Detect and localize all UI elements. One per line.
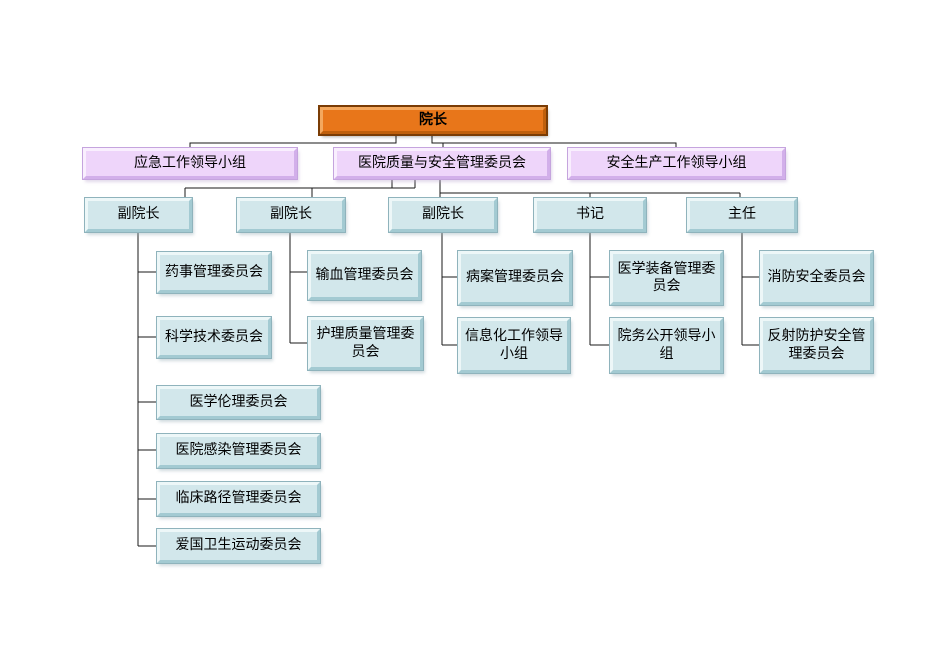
node-blood-transfusion-committee: 输血管理委员会 <box>307 250 422 301</box>
node-office-director: 主任 <box>686 197 798 233</box>
node-hospital-affairs-disclosure-group: 院务公开领导小组 <box>609 317 724 374</box>
node-medical-records-committee: 病案管理委员会 <box>457 250 573 306</box>
node-fire-safety-committee: 消防安全委员会 <box>759 250 874 306</box>
node-patriotic-health-committee: 爱国卫生运动委员会 <box>156 528 321 564</box>
connector <box>431 133 677 148</box>
node-infection-control-committee: 医院感染管理委员会 <box>156 433 321 469</box>
node-emergency-leading-group: 应急工作领导小组 <box>82 147 298 180</box>
node-quality-safety-committee: 医院质量与安全管理委员会 <box>333 147 551 180</box>
node-secretary: 书记 <box>533 197 647 233</box>
node-radiation-protection-committee: 反射防护安全管理委员会 <box>759 317 874 374</box>
node-pharmacy-committee: 药事管理委员会 <box>156 251 272 294</box>
node-vice-president-2: 副院长 <box>236 197 346 233</box>
node-medical-equipment-committee: 医学装备管理委员会 <box>609 250 724 306</box>
node-science-tech-committee: 科学技术委员会 <box>156 316 272 359</box>
connector <box>189 133 397 148</box>
node-nursing-quality-committee: 护理质量管理委员会 <box>307 316 424 371</box>
node-president: 院长 <box>318 105 548 136</box>
node-medical-ethics-committee: 医学伦理委员会 <box>156 385 321 420</box>
node-informatization-leading-group: 信息化工作领导小组 <box>457 317 571 374</box>
node-vice-president-1: 副院长 <box>84 197 193 233</box>
node-vice-president-3: 副院长 <box>388 197 498 233</box>
node-production-safety-leading-group: 安全生产工作领导小组 <box>567 147 786 180</box>
node-clinical-pathway-committee: 临床路径管理委员会 <box>156 481 321 517</box>
